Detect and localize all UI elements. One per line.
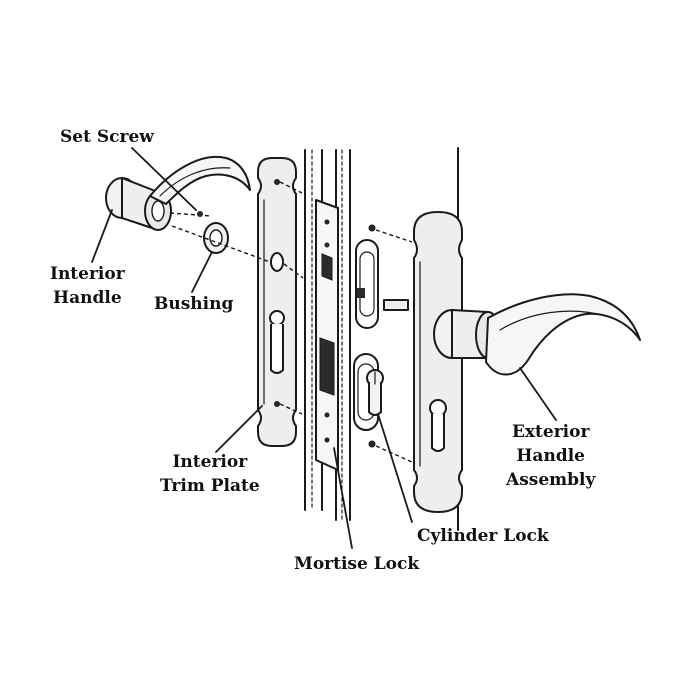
spindle xyxy=(383,299,409,311)
exterior-trim-plate xyxy=(413,211,463,513)
exterior-screw-line-bottom xyxy=(375,445,413,463)
spindle-alignment-line xyxy=(283,263,304,279)
label-interior-trim-plate: Interior Trim Plate xyxy=(160,452,260,496)
interior-trim-plate xyxy=(257,157,297,447)
exterior-handle-assembly xyxy=(433,293,641,376)
handle-to-plate-line xyxy=(171,225,271,263)
set-screw xyxy=(197,211,203,217)
interior-handle xyxy=(105,155,251,231)
label-interior-handle: Interior Handle xyxy=(50,264,125,308)
cylinder-lock xyxy=(366,369,384,416)
label-exterior-handle-assembly: Exterior Handle Assembly xyxy=(506,422,596,490)
label-set-screw: Set Screw xyxy=(60,127,154,147)
set-screw-line xyxy=(169,212,213,217)
label-bushing: Bushing xyxy=(154,294,234,314)
exterior-screw-top xyxy=(368,224,376,232)
exterior-screw-line-top xyxy=(375,229,413,243)
exterior-screw-bottom xyxy=(368,440,376,448)
mortise-lock xyxy=(315,199,339,471)
bushing xyxy=(203,222,229,254)
leader-lines xyxy=(91,147,557,549)
label-mortise-lock: Mortise Lock xyxy=(294,554,420,574)
label-cylinder-lock: Cylinder Lock xyxy=(417,526,549,546)
